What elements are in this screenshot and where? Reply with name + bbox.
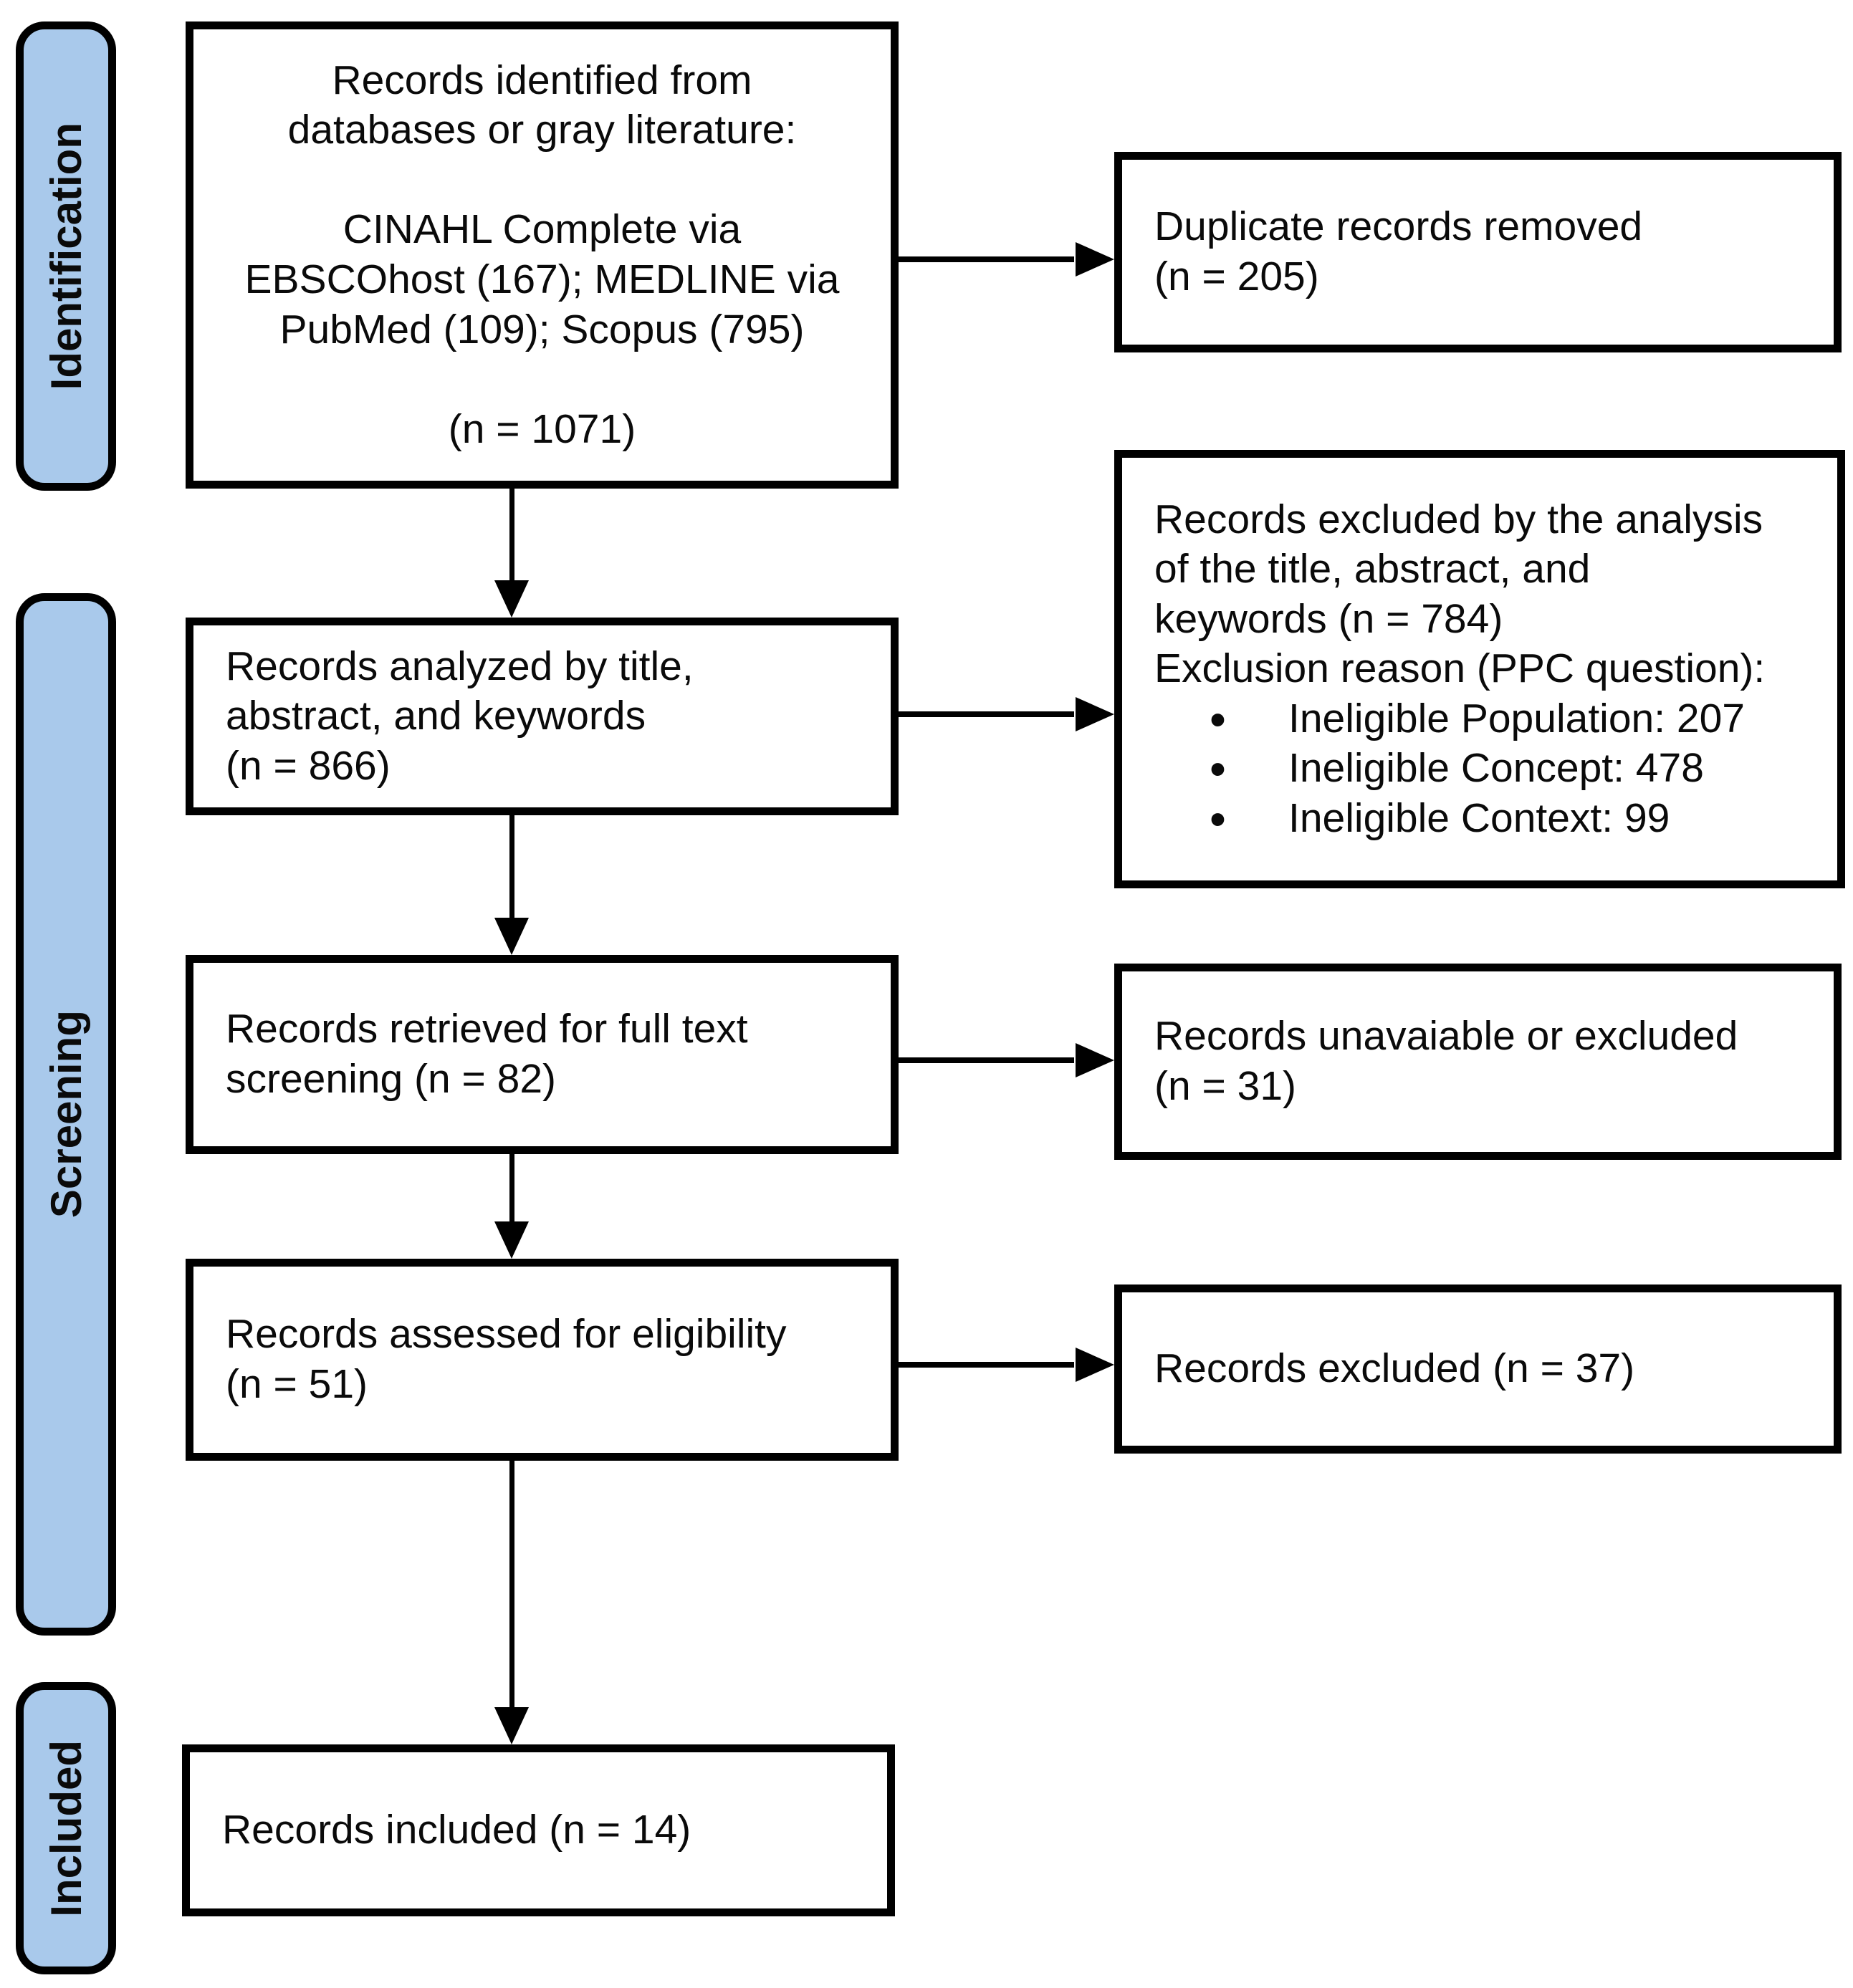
arrow-line (509, 489, 514, 580)
records-excluded-text: Records excluded (n = 37) (1154, 1345, 1635, 1392)
exclusion-reason-text: Ineligible Context: 99 (1288, 794, 1670, 841)
side-box-unavailable-excluded: Records unavaiable or excluded (n = 31) (1114, 964, 1842, 1160)
duplicates-removed-text: Duplicate records removed (n = 205) (1154, 203, 1643, 299)
unavailable-excluded-text: Records unavaiable or excluded (n = 31) (1154, 1013, 1738, 1109)
records-retrieved-text: Records retrieved for full text screenin… (226, 1006, 748, 1102)
excluded-analysis-intro: Records excluded by the analysis of the … (1154, 496, 1766, 692)
arrow-head-right-icon (1076, 1348, 1114, 1382)
flow-box-records-retrieved: Records retrieved for full text screenin… (186, 955, 899, 1154)
exclusion-reason-item: Ineligible Concept: 478 (1210, 741, 1816, 797)
arrow-head-down-icon (494, 580, 529, 618)
arrow-line (899, 256, 1074, 262)
arrow-head-down-icon (494, 918, 529, 955)
exclusion-reason-text: Ineligible Concept: 478 (1288, 745, 1704, 792)
side-box-records-excluded: Records excluded (n = 37) (1114, 1284, 1842, 1454)
flow-box-records-identified: Records identified from databases or gra… (186, 21, 899, 489)
side-box-excluded-analysis: Records excluded by the analysis of the … (1114, 450, 1845, 888)
arrow-head-down-icon (494, 1707, 529, 1744)
exclusion-reason-item: Ineligible Population: 207 (1210, 691, 1816, 748)
stage-label-included: Included (42, 1739, 90, 1917)
flow-box-records-included: Records included (n = 14) (182, 1744, 895, 1916)
exclusion-reason-item: Ineligible Context: 99 (1210, 791, 1816, 847)
records-included-text: Records included (n = 14) (222, 1807, 691, 1853)
arrow-line (509, 1154, 514, 1221)
arrow-line (899, 1362, 1074, 1368)
arrow-head-down-icon (494, 1221, 529, 1259)
stage-bar-screening: Screening (16, 593, 116, 1636)
exclusion-reason-text: Ineligible Population: 207 (1288, 695, 1745, 741)
arrow-line (509, 1461, 514, 1707)
side-box-duplicates-removed: Duplicate records removed (n = 205) (1114, 152, 1842, 352)
arrow-line (899, 1057, 1074, 1063)
stage-bar-included: Included (16, 1682, 116, 1974)
arrow-head-right-icon (1076, 1043, 1114, 1077)
stage-label-screening: Screening (42, 1010, 90, 1219)
flow-box-records-assessed: Records assessed for eligibility (n = 51… (186, 1259, 899, 1461)
arrow-line (899, 711, 1074, 717)
arrow-line (509, 815, 514, 918)
flow-box-records-analyzed: Records analyzed by title, abstract, and… (186, 618, 899, 815)
stage-bar-identification: Identification (16, 21, 116, 491)
records-assessed-text: Records assessed for eligibility (n = 51… (226, 1311, 787, 1407)
arrow-head-right-icon (1076, 697, 1114, 731)
arrow-head-right-icon (1076, 242, 1114, 277)
records-identified-text: Records identified from databases or gra… (244, 57, 840, 452)
exclusion-reason-list: Ineligible Population: 207 Ineligible Co… (1154, 691, 1816, 847)
records-analyzed-text: Records analyzed by title, abstract, and… (226, 643, 694, 789)
stage-label-identification: Identification (42, 122, 90, 390)
